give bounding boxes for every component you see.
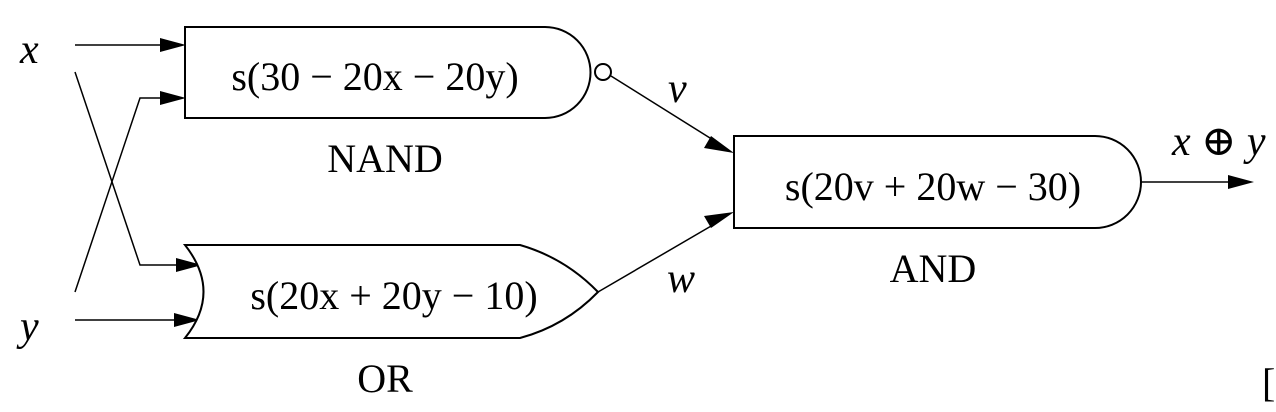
wire-x-to-or	[74, 71, 184, 266]
and-label: AND	[890, 246, 977, 291]
nand-gate-body	[184, 26, 592, 119]
nand-inversion-bubble	[594, 63, 612, 81]
or-expression: s(20x + 20y − 10)	[250, 273, 537, 318]
arrow-y-to-or	[174, 313, 200, 327]
and-gate-body	[733, 135, 1142, 229]
wire-w-label: w	[667, 256, 695, 302]
and-expression: s(20v + 20w − 30)	[785, 164, 1081, 209]
or-gate-body	[182, 244, 600, 339]
wire-v	[610, 75, 719, 144]
or-label: OR	[357, 356, 413, 401]
and-gate: s(20v + 20w − 30) AND	[733, 135, 1142, 291]
wire-v-label: v	[668, 66, 687, 112]
nand-gate: s(30 − 20x − 20y) NAND	[184, 26, 612, 181]
wire-w	[597, 221, 719, 293]
arrow-output	[1228, 175, 1254, 189]
arrow-x-to-nand	[160, 38, 186, 52]
output-label: x ⊕ y	[1171, 119, 1266, 165]
input-wires	[74, 38, 202, 327]
nand-label: NAND	[327, 136, 443, 181]
or-gate: s(20x + 20y − 10) OR	[182, 244, 600, 401]
arrow-v	[704, 136, 734, 153]
input-x-label: x	[19, 27, 39, 73]
nand-expression: s(30 − 20x − 20y)	[231, 54, 518, 99]
arrow-w	[704, 212, 734, 228]
wire-y-to-nand	[74, 97, 168, 293]
edge-bracket-fragment: [	[1262, 360, 1275, 405]
arrow-x-to-or	[176, 258, 202, 272]
arrow-y-to-nand	[160, 91, 186, 105]
intermediate-wires: v w	[597, 66, 734, 302]
input-y-label: y	[16, 304, 39, 350]
output: x ⊕ y	[1141, 119, 1266, 189]
